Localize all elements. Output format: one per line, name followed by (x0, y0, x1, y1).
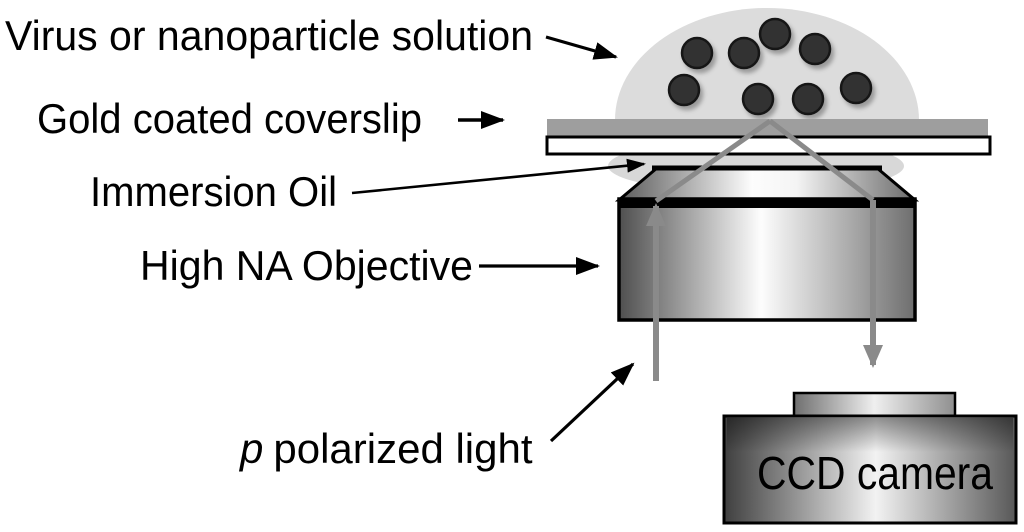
focused-ray-right (768, 119, 875, 202)
nanoparticle (667, 73, 701, 107)
gold-layer-bar (547, 119, 988, 137)
glass-coverslip (545, 135, 992, 156)
polarized-light-arrow-icon (549, 362, 635, 443)
solution-label: Virus or nanoparticle solution (5, 12, 533, 59)
camera-mount (792, 391, 957, 418)
nanoparticle (727, 36, 761, 70)
callout-arrows (351, 35, 646, 443)
nanoparticle-group (667, 17, 873, 116)
oil-arrow-icon (351, 158, 646, 195)
objective-body (619, 208, 915, 320)
polarized-light-label-rest: polarized light (273, 425, 532, 472)
oil-label: Immersion Oil (90, 168, 337, 215)
nanoparticle (741, 82, 775, 116)
objective-label: High NA Objective (140, 242, 473, 289)
polarized-light-label-p: p (238, 425, 263, 472)
coverslip-label: Gold coated coverslip (37, 95, 422, 142)
camera-body-shading (727, 418, 1013, 452)
solution-arrow-icon (545, 35, 618, 60)
nanoparticle (680, 36, 714, 70)
focused-ray-left (654, 118, 772, 204)
nanoparticle (791, 82, 825, 116)
ccd-camera-label: CCD camera (757, 447, 993, 499)
nanoparticle (758, 17, 792, 51)
objective-collar-band (619, 199, 915, 208)
objective-outline (617, 197, 917, 322)
nanoparticle (798, 32, 832, 66)
nanoparticle (839, 71, 873, 105)
light-path (646, 118, 883, 381)
